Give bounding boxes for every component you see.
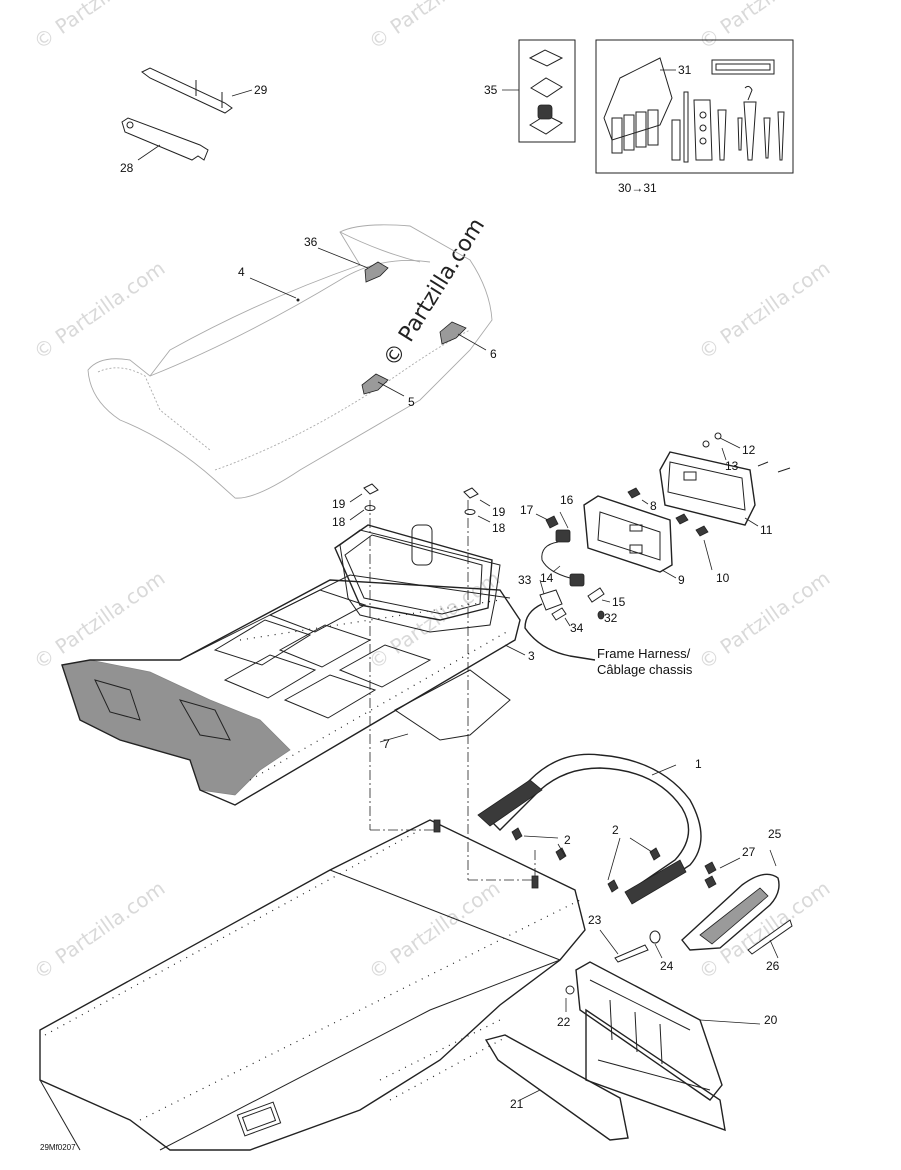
label-2-right: 2 — [612, 823, 619, 837]
watermark: © Partzilla.com — [694, 0, 834, 54]
label-4: 4 — [238, 265, 245, 279]
seat-4 — [87, 224, 493, 499]
label-32: 32 — [604, 611, 618, 625]
label-17: 17 — [520, 503, 534, 517]
watermark: © Partzilla.com — [29, 566, 169, 674]
part-labels: 29 28 35 31 30→31 4 36 6 5 12 13 19 18 1… — [120, 63, 782, 1111]
label-26: 26 — [766, 959, 780, 973]
label-9: 9 — [678, 573, 685, 587]
watermark: © Partzilla.com — [694, 256, 834, 364]
label-21: 21 — [510, 1097, 524, 1111]
label-28: 28 — [120, 161, 134, 175]
fasteners-18-19 — [349, 483, 491, 523]
watermark-group: © Partzilla.com © Partzilla.com © Partzi… — [29, 0, 834, 984]
rack-3 — [61, 524, 526, 806]
bracket-29 — [141, 67, 253, 114]
label-36: 36 — [304, 235, 318, 249]
tunnel-chassis — [39, 819, 586, 1151]
label-24: 24 — [660, 959, 674, 973]
label-1: 1 — [695, 757, 702, 771]
label-25: 25 — [768, 827, 782, 841]
label-5: 5 — [408, 395, 415, 409]
frame-harness-note-line2: Câblage chassis — [597, 662, 693, 677]
label-20: 20 — [764, 1013, 778, 1027]
label-33: 33 — [518, 573, 532, 587]
watermark-center: © Partzilla.com — [379, 214, 490, 371]
label-7: 7 — [383, 737, 390, 751]
watermark: © Partzilla.com — [29, 256, 169, 364]
label-22: 22 — [557, 1015, 571, 1029]
label-14: 14 — [540, 571, 554, 585]
label-31: 31 — [678, 63, 692, 77]
watermark: © Partzilla.com — [364, 566, 504, 674]
label-29: 29 — [254, 83, 268, 97]
watermark: © Partzilla.com — [29, 876, 169, 984]
watermark: © Partzilla.com — [29, 0, 169, 54]
label-19-right: 19 — [492, 505, 506, 519]
tool-kit-box-30 — [595, 39, 794, 174]
wrench-28 — [121, 117, 209, 161]
deflector-25 — [681, 849, 793, 959]
label-35: 35 — [484, 83, 498, 97]
label-2-left: 2 — [564, 833, 571, 847]
label-27: 27 — [742, 845, 756, 859]
tail-light-9-11 — [583, 432, 791, 579]
label-10: 10 — [716, 571, 730, 585]
label-16: 16 — [560, 493, 574, 507]
label-8: 8 — [650, 499, 657, 513]
frame-harness-note-line1: Frame Harness/ — [597, 646, 691, 661]
label-30-31: 30→31 — [618, 181, 657, 195]
label-15: 15 — [612, 595, 626, 609]
label-18-right: 18 — [492, 521, 506, 535]
label-13: 13 — [725, 459, 739, 473]
label-3: 3 — [528, 649, 535, 663]
label-23: 23 — [588, 913, 602, 927]
label-12: 12 — [742, 443, 756, 457]
alignment-lines — [369, 500, 536, 881]
label-18-left: 18 — [332, 515, 346, 529]
label-11: 11 — [760, 523, 773, 537]
label-6: 6 — [490, 347, 497, 361]
diagram-code: 29Mf0207 — [40, 1143, 76, 1152]
flap-21 — [484, 1034, 629, 1141]
bumper-1 — [477, 753, 702, 905]
wiring-14-17 — [524, 511, 611, 661]
label-34: 34 — [570, 621, 584, 635]
watermark: © Partzilla.com — [364, 0, 504, 54]
kit-box-35 — [502, 39, 576, 143]
label-19-left: 19 — [332, 497, 346, 511]
flap-20 — [565, 929, 761, 1132]
